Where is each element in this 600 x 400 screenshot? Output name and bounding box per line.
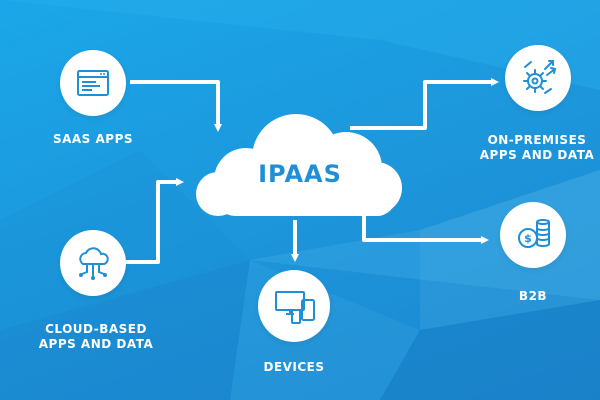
gear-arrows-icon	[523, 60, 557, 94]
label-line: B2B	[518, 289, 548, 303]
node-cloud-based	[60, 230, 126, 296]
label-cloud-based: CLOUD-BASED APPS AND DATA	[26, 322, 166, 352]
node-on-premises	[505, 45, 571, 111]
cloud-network-icon	[79, 247, 109, 280]
cloud-icon	[196, 114, 402, 216]
devices-icon	[275, 291, 315, 324]
label-line: SAAS APPS	[52, 132, 134, 146]
node-saas-apps	[60, 50, 126, 116]
label-on-premises: ON-PREMISES APPS AND DATA	[474, 133, 600, 163]
node-devices	[258, 270, 330, 342]
arrow-cloudbased-to-cloud	[126, 178, 184, 264]
label-devices: DEVICES	[244, 360, 344, 375]
label-line: APPS AND DATA	[38, 337, 154, 351]
ipaas-cloud: IPAAS	[186, 108, 414, 222]
label-line: DEVICES	[263, 360, 325, 374]
svg-text:$: $	[524, 232, 532, 245]
arrow-saas-to-cloud	[130, 80, 222, 132]
browser-window-icon	[77, 70, 109, 96]
label-saas-apps: SAAS APPS	[40, 132, 146, 147]
arrow-cloud-to-onpremises	[350, 78, 499, 130]
label-b2b: B2B	[500, 289, 566, 304]
coin-stack-icon: $	[518, 219, 550, 248]
label-line: APPS AND DATA	[479, 148, 595, 162]
label-line: CLOUD-BASED	[45, 322, 147, 336]
node-b2b: $	[500, 202, 566, 268]
arrow-cloud-to-b2b	[362, 206, 489, 244]
label-line: ON-PREMISES	[487, 133, 587, 147]
ipaas-label: IPAAS	[258, 160, 342, 188]
